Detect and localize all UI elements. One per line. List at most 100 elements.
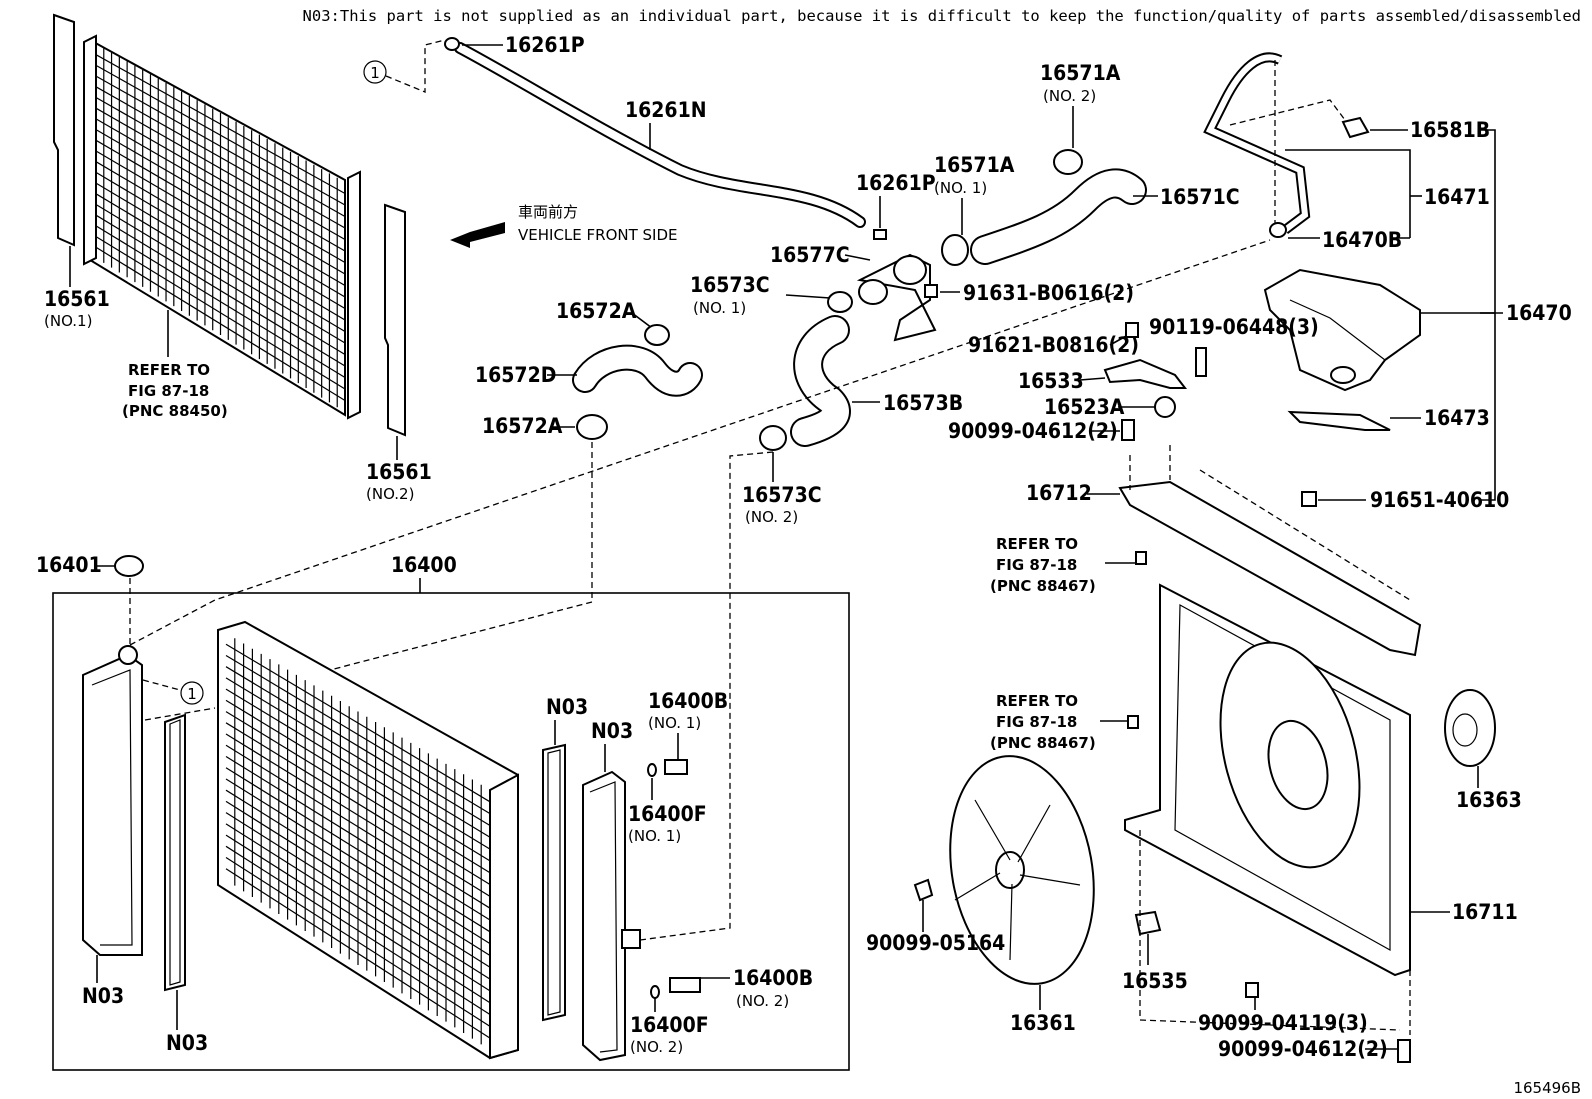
label-16471[interactable]: 16471 [1424, 185, 1490, 209]
label-16561-no1[interactable]: 16561 [44, 287, 110, 311]
bolt-90099-04612-a-icon [1121, 419, 1135, 441]
label-16571a-no2[interactable]: 16571A [1040, 61, 1121, 85]
radiator-right-tank-illustration [582, 770, 641, 1062]
label-16261p-a[interactable]: 16261P [505, 33, 585, 57]
seal-strip-no1-illustration [53, 13, 75, 247]
refer-88450[interactable]: REFER TO FIG 87-18 (PNC 88450) [122, 361, 228, 420]
ref-circle-1-top [363, 60, 387, 84]
label-90099-04612-a[interactable]: 90099-04612(2) [948, 419, 1118, 443]
bracket-16473-illustration [1287, 410, 1391, 431]
label-n03-a[interactable]: N03 [82, 984, 124, 1008]
label-16572a-a[interactable]: 16572A [556, 299, 637, 323]
label-90099-04612-b[interactable]: 90099-04612(2) [1218, 1037, 1388, 1061]
label-16535[interactable]: 16535 [1122, 969, 1188, 993]
clamp-16572a-a-icon [644, 324, 670, 346]
refer-88467-b[interactable]: REFER TO FIG 87-18 (PNC 88467) [990, 692, 1096, 752]
fan-16361-illustration [949, 755, 1095, 985]
plug-16400b-no2-icon [669, 977, 701, 993]
nut-16535-icon [1134, 910, 1162, 936]
condenser-illustration [83, 34, 361, 420]
clamp-16571a-no1-icon [941, 234, 969, 266]
gasket-left-illustration [164, 713, 186, 992]
label-16561-no2[interactable]: 16561 [366, 460, 432, 484]
svg-text:FIG 87-18: FIG 87-18 [128, 382, 209, 400]
seal-strip-no2-illustration [384, 203, 406, 437]
svg-text:(PNC 88450): (PNC 88450) [122, 402, 228, 420]
label-n03-d[interactable]: N03 [591, 719, 633, 743]
label-16363[interactable]: 16363 [1456, 788, 1522, 812]
radiator-assembly-box [52, 592, 850, 1071]
direction-jp: 車両前方 [518, 203, 578, 221]
label-n03-b[interactable]: N03 [166, 1031, 208, 1055]
label-16561-no1-sub: (NO.1) [44, 312, 92, 330]
label-16401[interactable]: 16401 [36, 553, 102, 577]
figure-id: 165496B [1513, 1079, 1581, 1097]
bolt-91631-icon [924, 284, 938, 298]
label-16561-no2-sub: (NO.2) [366, 485, 414, 503]
label-16572d[interactable]: 16572D [475, 363, 556, 387]
svg-text:1: 1 [187, 685, 197, 703]
clamp-16572a-b-icon [576, 414, 608, 440]
label-16571c[interactable]: 16571C [1160, 185, 1240, 209]
bolt-91651-icon [1301, 491, 1317, 507]
label-16400f-no2[interactable]: 16400F [630, 1013, 709, 1037]
gasket-right-illustration [542, 743, 566, 1022]
svg-text:FIG 87-18: FIG 87-18 [996, 713, 1077, 731]
label-16712[interactable]: 16712 [1026, 481, 1092, 505]
label-16581b[interactable]: 16581B [1410, 118, 1490, 142]
radiator-core-illustration [217, 620, 519, 1060]
bracket-16712-illustration [1118, 480, 1422, 657]
direction-en: VEHICLE FRONT SIDE [518, 226, 678, 244]
label-16711[interactable]: 16711 [1452, 900, 1518, 924]
label-16400b-no2-sub: (NO. 2) [736, 992, 789, 1010]
bolt-91621-icon [1125, 322, 1139, 338]
nut-90099-05164-icon [913, 878, 934, 902]
plug-16400b-no1-icon [664, 759, 688, 775]
label-16400f-no1[interactable]: 16400F [628, 802, 707, 826]
label-n03-c[interactable]: N03 [546, 695, 588, 719]
label-16261n[interactable]: 16261N [625, 98, 707, 122]
clip-16261p-a-icon [444, 37, 460, 51]
label-16400b-no1[interactable]: 16400B [648, 689, 728, 713]
svg-text:(PNC 88467): (PNC 88467) [990, 734, 1096, 752]
label-16523a[interactable]: 16523A [1044, 395, 1125, 419]
label-16573c-no2[interactable]: 16573C [742, 483, 822, 507]
grommet-16523a-icon [1154, 396, 1176, 418]
label-16573c-no1-sub: (NO. 1) [693, 299, 746, 317]
label-16573c-no1[interactable]: 16573C [690, 273, 770, 297]
label-16533[interactable]: 16533 [1018, 369, 1084, 393]
bolt-90099-04119-icon [1245, 982, 1259, 998]
oring-16400f-no1-icon [647, 763, 657, 777]
label-90099-04119[interactable]: 90099-04119(3) [1198, 1011, 1368, 1035]
label-91631[interactable]: 91631-B0616(2) [963, 281, 1134, 305]
oring-16400f-no2-icon [650, 985, 660, 999]
label-16572a-b[interactable]: 16572A [482, 414, 563, 438]
bracket-16533-illustration [1103, 358, 1188, 389]
svg-text:REFER TO: REFER TO [996, 692, 1078, 710]
label-91621[interactable]: 91621-B0816(2) [968, 333, 1139, 357]
label-16261p-b[interactable]: 16261P [856, 171, 936, 195]
label-16400f-no2-sub: (NO. 2) [630, 1038, 683, 1056]
label-16573b[interactable]: 16573B [883, 391, 963, 415]
label-91651[interactable]: 91651-40610 [1370, 488, 1509, 512]
label-16571a-no1[interactable]: 16571A [934, 153, 1015, 177]
label-16470[interactable]: 16470 [1506, 301, 1572, 325]
label-16400[interactable]: 16400 [391, 553, 457, 577]
clip-16581b-icon [1341, 116, 1370, 139]
label-90119[interactable]: 90119-06448(3) [1149, 315, 1319, 339]
svg-text:1: 1 [370, 64, 380, 82]
label-16577c[interactable]: 16577C [770, 243, 850, 267]
label-16573c-no2-sub: (NO. 2) [745, 508, 798, 526]
label-90099-05164[interactable]: 90099-05164 [866, 931, 1005, 955]
label-16473[interactable]: 16473 [1424, 406, 1490, 430]
bolt-90099-04612-b-icon [1397, 1039, 1411, 1063]
label-16400b-no2[interactable]: 16400B [733, 966, 813, 990]
label-16400b-no1-sub: (NO. 1) [648, 714, 701, 732]
n03-note: N03:This part is not supplied as an indi… [303, 7, 1581, 25]
clip-88467-b-icon [1127, 715, 1139, 729]
label-16361[interactable]: 16361 [1010, 1011, 1076, 1035]
refer-88467-a[interactable]: REFER TO FIG 87-18 (PNC 88467) [990, 535, 1096, 595]
label-16470b[interactable]: 16470B [1322, 228, 1402, 252]
bolt-90119-icon [1195, 347, 1207, 377]
